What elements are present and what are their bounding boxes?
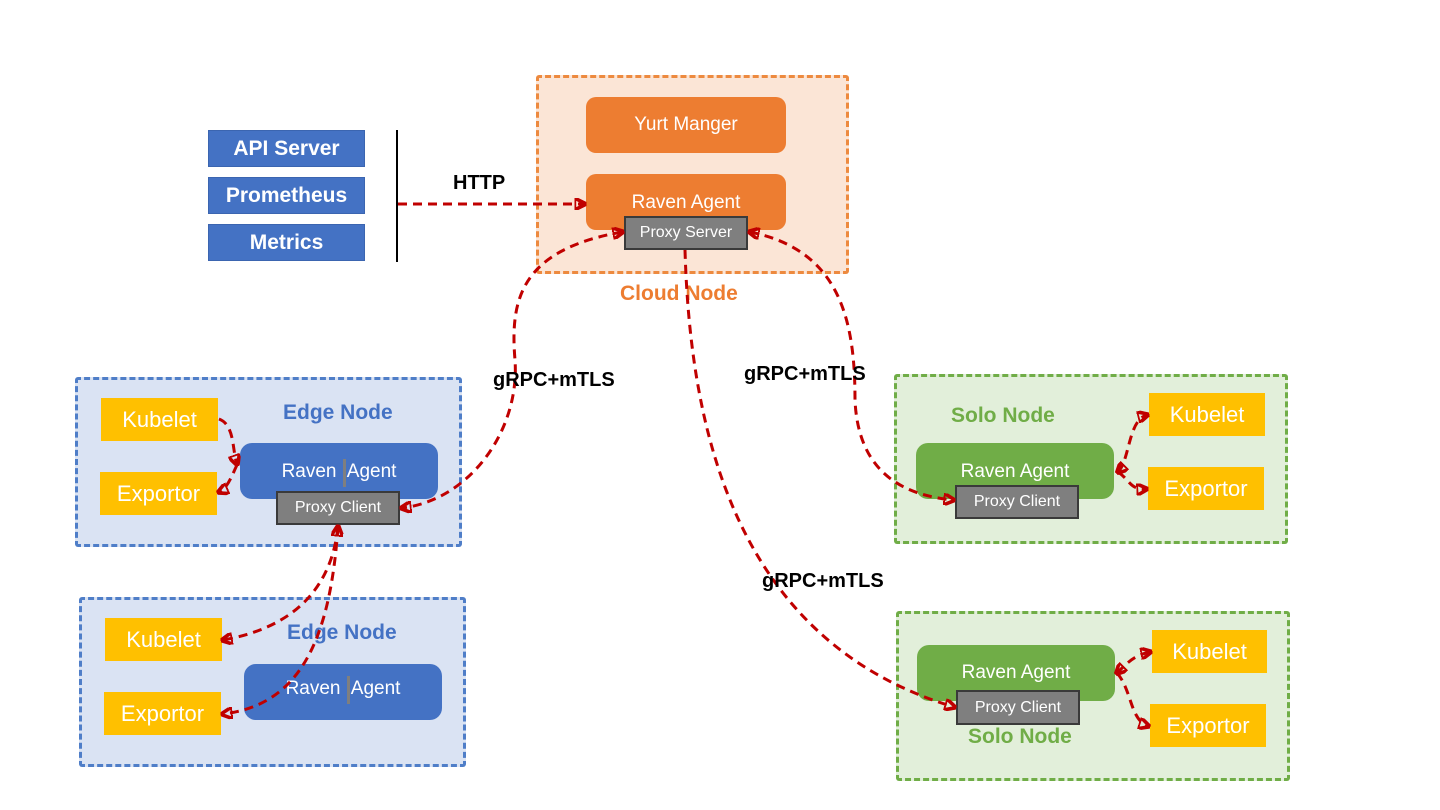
edge-node-2-title: Edge Node [287, 621, 397, 644]
edge-1-kubelet-label: Kubelet [122, 406, 197, 432]
solo-1-exporter-label: Exportor [1164, 475, 1248, 501]
yurt-manager-box: Yurt Manger [586, 97, 786, 153]
edge-2-exporter-box: Exportor [104, 692, 221, 735]
solo-1-kubelet-box: Kubelet [1149, 393, 1265, 436]
prometheus-box: Prometheus [208, 177, 365, 214]
solo-1-proxy-client-box: Proxy Client [955, 485, 1079, 519]
proxy-server-box: Proxy Server [624, 216, 748, 250]
edge-2-exporter-label: Exportor [120, 700, 205, 726]
text-cursor-mark [342, 459, 346, 487]
grpc-solo-1-label: gRPC+mTLS [744, 363, 866, 385]
edge-1-exporter-label: Exportor [116, 480, 201, 506]
solo-2-proxy-client-label: Proxy Client [974, 698, 1062, 716]
api-server-label: API Server [233, 136, 340, 160]
prometheus-label: Prometheus [225, 183, 348, 207]
metrics-box: Metrics [208, 224, 365, 261]
client-bracket-line [396, 130, 398, 262]
edge-1-raven-agent-right: Agent [346, 461, 397, 482]
solo-2-raven-agent-label: Raven Agent [961, 662, 1071, 683]
solo-1-exporter-box: Exportor [1148, 467, 1264, 510]
edge-1-kubelet-box: Kubelet [101, 398, 218, 441]
text-cursor-mark [346, 676, 350, 704]
edge-node-1-title: Edge Node [283, 401, 393, 424]
solo-1-proxy-client-label: Proxy Client [973, 493, 1061, 510]
solo-2-kubelet-box: Kubelet [1152, 630, 1267, 673]
metrics-label: Metrics [249, 230, 324, 254]
solo-node-1-title: Solo Node [951, 404, 1055, 427]
http-label: HTTP [453, 172, 506, 194]
grpc-solo-2-label: gRPC+mTLS [762, 570, 884, 592]
edge-2-kubelet-label: Kubelet [126, 626, 201, 652]
cloud-raven-agent-label: Raven Agent [631, 192, 741, 213]
edge-2-kubelet-box: Kubelet [105, 618, 222, 661]
solo-1-kubelet-label: Kubelet [1169, 401, 1245, 427]
grpc-edge-label: gRPC+mTLS [493, 369, 615, 391]
yurt-manager-label: Yurt Manger [634, 114, 738, 135]
solo-1-raven-agent-label: Raven Agent [960, 461, 1070, 482]
solo-node-2-title: Solo Node [968, 725, 1072, 748]
edge-1-proxy-client-label: Proxy Client [294, 499, 382, 516]
edge-1-raven-agent-left: Raven [281, 461, 337, 482]
api-server-box: API Server [208, 130, 365, 167]
solo-2-proxy-client-box: Proxy Client [956, 690, 1080, 725]
edge-2-raven-agent-box: Raven Agent [244, 664, 442, 720]
cloud-node-title: Cloud Node [620, 282, 738, 305]
edge-2-raven-agent-left: Raven [285, 678, 341, 699]
solo-2-exporter-box: Exportor [1150, 704, 1266, 747]
edge-1-exporter-box: Exportor [100, 472, 217, 515]
solo-2-kubelet-label: Kubelet [1172, 638, 1247, 664]
edge-2-raven-agent-right: Agent [350, 678, 401, 699]
solo-2-exporter-label: Exportor [1166, 712, 1250, 738]
edge-1-proxy-client-box: Proxy Client [276, 491, 400, 525]
proxy-server-label: Proxy Server [639, 224, 733, 241]
